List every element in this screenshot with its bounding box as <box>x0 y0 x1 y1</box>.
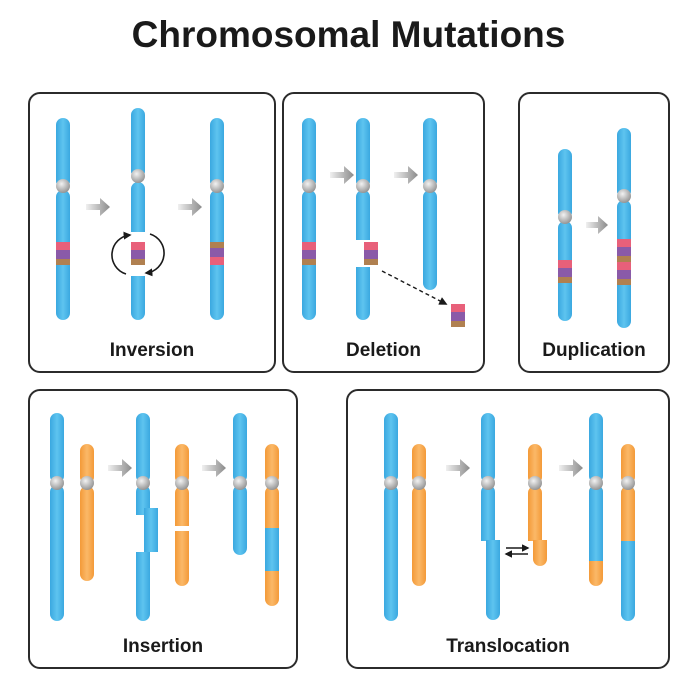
swap-arrows-icon <box>504 544 530 558</box>
arrow-icon <box>202 459 226 477</box>
deletion-diagram <box>302 118 465 327</box>
panel-label: Inversion <box>109 340 195 361</box>
centromere <box>80 476 94 490</box>
panel-label: Insertion <box>122 636 204 657</box>
panel-label: Deletion <box>346 340 421 361</box>
arrow-icon <box>86 198 110 216</box>
centromere <box>302 179 316 193</box>
duplication-diagram <box>558 128 631 328</box>
centromere <box>589 476 603 490</box>
centromere <box>384 476 398 490</box>
panel-inversion: Inversion <box>28 92 276 373</box>
centromere <box>558 210 572 224</box>
arrow-icon <box>108 459 132 477</box>
arrow-icon <box>330 166 354 184</box>
chromosome-orange-original <box>80 444 94 581</box>
chromosome-blue-original <box>50 413 64 621</box>
centromere <box>481 476 495 490</box>
rotate-arrow-icon <box>144 233 165 277</box>
centromere <box>621 476 635 490</box>
centromere <box>56 179 70 193</box>
chromosome-breaking <box>356 118 378 320</box>
chromosome-orange-result <box>621 444 635 621</box>
insertion-diagram <box>50 413 279 621</box>
panel-duplication: Duplication <box>518 92 670 373</box>
arrow-icon <box>559 459 583 477</box>
chromosome-orange-breaking <box>175 444 189 586</box>
chromosome-inverted <box>210 118 224 320</box>
arrow-icon <box>178 198 202 216</box>
deleted-segment <box>451 304 465 327</box>
panel-label: Translocation <box>446 636 570 657</box>
chromosome-orange-breaking <box>528 444 547 566</box>
centromere <box>423 179 437 193</box>
chromosome-blue-result <box>589 413 603 586</box>
chromosome-original <box>558 149 572 321</box>
panel-label: Duplication <box>542 340 646 361</box>
arrow-icon <box>586 216 608 234</box>
centromere <box>175 476 189 490</box>
chromosome-blue-result <box>233 413 247 555</box>
chromosome-original <box>302 118 316 320</box>
chromosome-duplicated <box>617 128 631 328</box>
centromere <box>136 476 150 490</box>
centromere <box>528 476 542 490</box>
chromosome-blue-breaking <box>136 413 158 621</box>
centromere <box>617 189 631 203</box>
centromere <box>265 476 279 490</box>
centromere <box>412 476 426 490</box>
arrow-icon <box>394 166 418 184</box>
chromosome-deleted <box>423 118 437 290</box>
chromosome-blue-breaking <box>481 413 500 620</box>
panel-translocation: Translocation <box>346 389 670 669</box>
inversion-diagram <box>56 108 224 320</box>
arrow-icon <box>446 459 470 477</box>
chromosome-blue-original <box>384 413 398 621</box>
translocation-diagram <box>384 413 635 621</box>
centromere <box>210 179 224 193</box>
panel-deletion: Deletion <box>282 92 485 373</box>
dashed-arrow-icon <box>381 270 448 305</box>
panel-insertion: Insertion <box>28 389 298 669</box>
centromere <box>233 476 247 490</box>
chromosome-orange-result <box>265 444 279 606</box>
centromere <box>131 169 145 183</box>
chromosome-original <box>56 118 70 320</box>
centromere <box>50 476 64 490</box>
centromere <box>356 179 370 193</box>
page-title: Chromosomal Mutations <box>131 14 566 55</box>
chromosome-orange-original <box>412 444 426 586</box>
chromosome-breaking <box>111 108 165 320</box>
rotate-arrow-icon <box>111 231 132 275</box>
